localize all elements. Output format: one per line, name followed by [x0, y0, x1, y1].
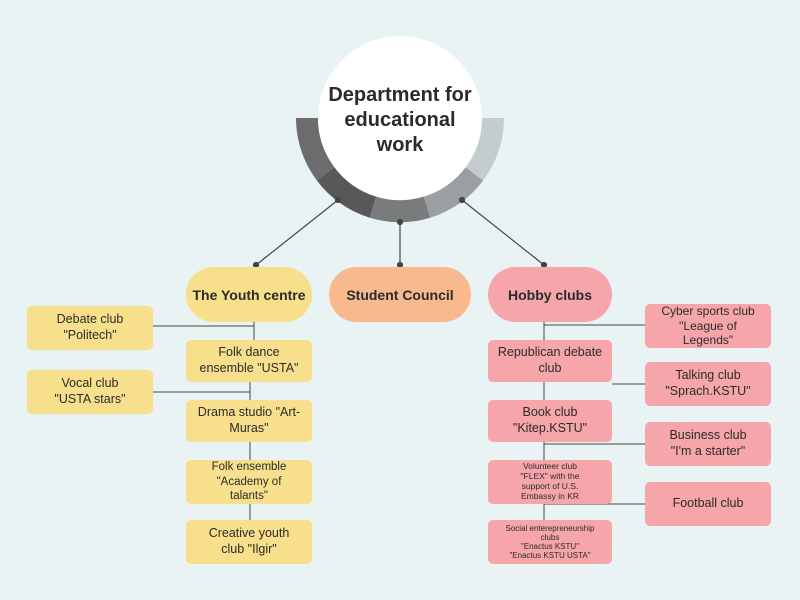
social-entrepreneurship-clubs: Social enterepreneurship clubs "Enactus … — [488, 520, 612, 564]
connector-dot — [334, 196, 342, 204]
connector — [461, 199, 545, 266]
branch-youth-centre: The Youth centre — [186, 267, 312, 322]
volunteer-club-flex: Volunteer club "FLEX" with the support o… — [488, 460, 612, 504]
republican-debate-club: Republican debate club — [488, 340, 612, 382]
connector — [255, 199, 339, 266]
talking-club-sprach: Talking club "Sprach.KSTU" — [645, 362, 771, 406]
vocal-club-usta-stars: Vocal club "USTA stars" — [27, 370, 153, 414]
debate-club-politech: Debate club "Politech" — [27, 306, 153, 350]
connector-dot — [396, 218, 404, 226]
folk-ensemble-academy: Folk ensemble "Academy of talants" — [186, 460, 312, 504]
cyber-sports-club: Cyber sports club "League of Legends" — [645, 304, 771, 348]
ring-segment — [296, 117, 335, 181]
ring-segment — [369, 196, 431, 223]
department-title: Department for educational work — [328, 83, 472, 156]
football-club: Football club — [645, 482, 771, 526]
book-club-kitep: Book club "Kitep.KSTU" — [488, 400, 612, 442]
folk-dance-ensemble: Folk dance ensemble "USTA" — [186, 340, 312, 382]
ring-segment — [423, 166, 484, 218]
hub-ring — [296, 117, 504, 223]
ring-segment — [465, 117, 504, 181]
connector-dot — [458, 196, 466, 204]
branch-student-council: Student Council — [329, 267, 471, 322]
branch-hobby-clubs: Hobby clubs — [488, 267, 612, 322]
creative-youth-club: Creative youth club "Ilgir" — [186, 520, 312, 564]
business-club-starter: Business club "I'm a starter" — [645, 422, 771, 466]
ring-segment — [316, 166, 377, 218]
hub-circle — [318, 36, 482, 200]
drama-studio: Drama studio "Art- Muras" — [186, 400, 312, 442]
